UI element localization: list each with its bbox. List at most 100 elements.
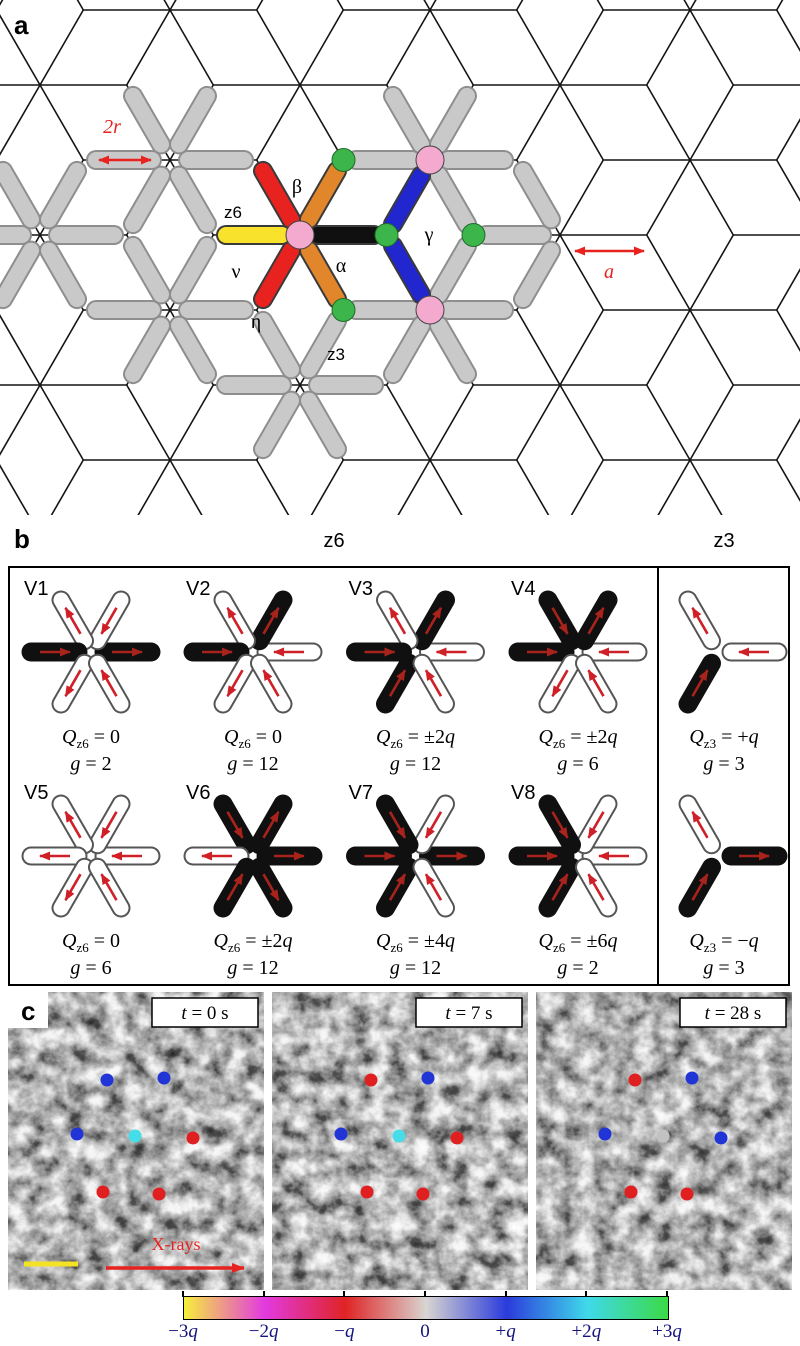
g-symbol: g: [557, 753, 568, 775]
orange-island: [301, 162, 345, 228]
multiplicity-label: g = 2: [498, 955, 658, 981]
lattice-edge: [39, 9, 85, 86]
vertex-configurations: [21, 568, 788, 984]
peem-image-1: t = 7 s: [272, 992, 528, 1290]
lattice-edge: [645, 309, 691, 386]
moment-arrow: [64, 669, 82, 698]
lattice-edge: [775, 159, 800, 202]
lattice-edge: [39, 384, 85, 461]
q-subscript: z6: [227, 940, 241, 955]
colorbar-ticks: [182, 1291, 668, 1297]
lattice-edge: [125, 9, 171, 86]
colorbar-tick: [424, 1291, 426, 1297]
moment-arrow: [691, 606, 709, 635]
lattice-edge: [385, 384, 431, 461]
multiplicity-label: g = 3: [661, 751, 787, 777]
moment-arrow: [551, 811, 569, 839]
charge-dot-red: [186, 1131, 200, 1145]
charge-dot-blue: [334, 1127, 348, 1141]
q-symbol: Q: [376, 930, 391, 952]
lattice-edge: [515, 0, 524, 11]
alpha-island-label: α: [336, 255, 347, 277]
charge-dot-gray: [656, 1129, 670, 1143]
beta-island-label: β: [292, 176, 302, 198]
gray-island: [41, 242, 85, 308]
lattice-edge: [0, 0, 4, 6]
q-value: = ±6: [565, 930, 608, 952]
charge-unit: q: [591, 1321, 602, 1342]
lattice-edge: [299, 84, 345, 161]
multiplicity-label: g = 2: [11, 751, 171, 777]
gray-island: [171, 237, 215, 303]
q-value: = ±4: [402, 930, 445, 952]
q-subscript: z6: [390, 940, 403, 955]
lattice-edge: [429, 9, 475, 86]
q-value: = ±2: [240, 930, 283, 952]
charge-dot-overlay: [70, 1071, 200, 1201]
colorbar-label: −3q: [168, 1321, 198, 1343]
moment-arrow: [226, 811, 244, 839]
timestamp-box: [415, 997, 523, 1028]
q-unit: q: [748, 726, 759, 748]
gray-island: [385, 317, 429, 383]
moment-arrow: [587, 606, 605, 635]
moment-arrow: [691, 669, 709, 697]
moment-arrow: [424, 811, 443, 839]
g-value: = 2: [567, 957, 599, 979]
moment-arrow: [100, 669, 118, 697]
charge-label: Qz6 = 0: [11, 724, 171, 751]
lattice-edge: [645, 234, 691, 311]
g-value: = 3: [713, 957, 745, 979]
time-symbol: t: [445, 1003, 451, 1024]
vertex-type-label: V6: [186, 782, 211, 804]
q-value: = 0: [88, 930, 120, 952]
charge-unit: q: [506, 1321, 516, 1342]
moment-arrow: [64, 606, 82, 635]
lattice-edge: [299, 9, 345, 86]
g-value: = 12: [399, 957, 442, 979]
g-symbol: g: [389, 753, 400, 775]
g-value: = 12: [237, 753, 279, 775]
lattice-edge: [50, 459, 85, 515]
colorbar-label: 0: [420, 1321, 430, 1343]
moment-arrow: [226, 669, 244, 698]
charge-label: Qz6 = ±2q: [336, 724, 496, 751]
g-symbol: g: [703, 753, 714, 775]
lattice-edge: [255, 84, 301, 161]
gamma-island-label: γ: [424, 224, 434, 246]
moment-arrow: [551, 669, 569, 698]
lattice-edge: [169, 0, 177, 11]
lattice-edge: [645, 84, 691, 161]
vertex-type-label: V2: [186, 578, 211, 600]
q-unit: q: [607, 930, 618, 952]
z3-vertex-circle: [331, 148, 356, 172]
lattice-edge: [657, 459, 691, 515]
charge-dot-red: [680, 1187, 694, 1201]
q-symbol: Q: [538, 726, 553, 748]
lattice-edge: [515, 9, 561, 86]
charge-dot-red: [152, 1187, 166, 1201]
lattice-edge: [125, 384, 171, 461]
lattice-constant-label: a: [604, 261, 614, 283]
z3-vertex-circle: [331, 298, 356, 322]
g-symbol: g: [703, 957, 714, 979]
multiplicity-label: g = 12: [336, 955, 496, 981]
panel-c-label: c: [21, 996, 35, 1026]
lattice-edge: [0, 464, 30, 515]
colorbar-tick: [666, 1291, 668, 1297]
lattice-edge: [385, 9, 431, 86]
timestamp: t = 7 s: [445, 1003, 492, 1024]
island-diameter-label: 2r: [103, 116, 121, 138]
moment-arrow: [424, 606, 443, 635]
z6-vertex-circle: [415, 145, 445, 175]
lattice-edge: [689, 159, 735, 236]
gray-island: [431, 87, 475, 153]
moment-arrow: [64, 873, 82, 902]
charge-unit: q: [188, 1321, 198, 1342]
lattice-edge: [570, 459, 605, 515]
q-value: = −: [716, 930, 749, 952]
vertex-type-label: V1: [24, 578, 49, 600]
gray-island: [171, 167, 215, 233]
